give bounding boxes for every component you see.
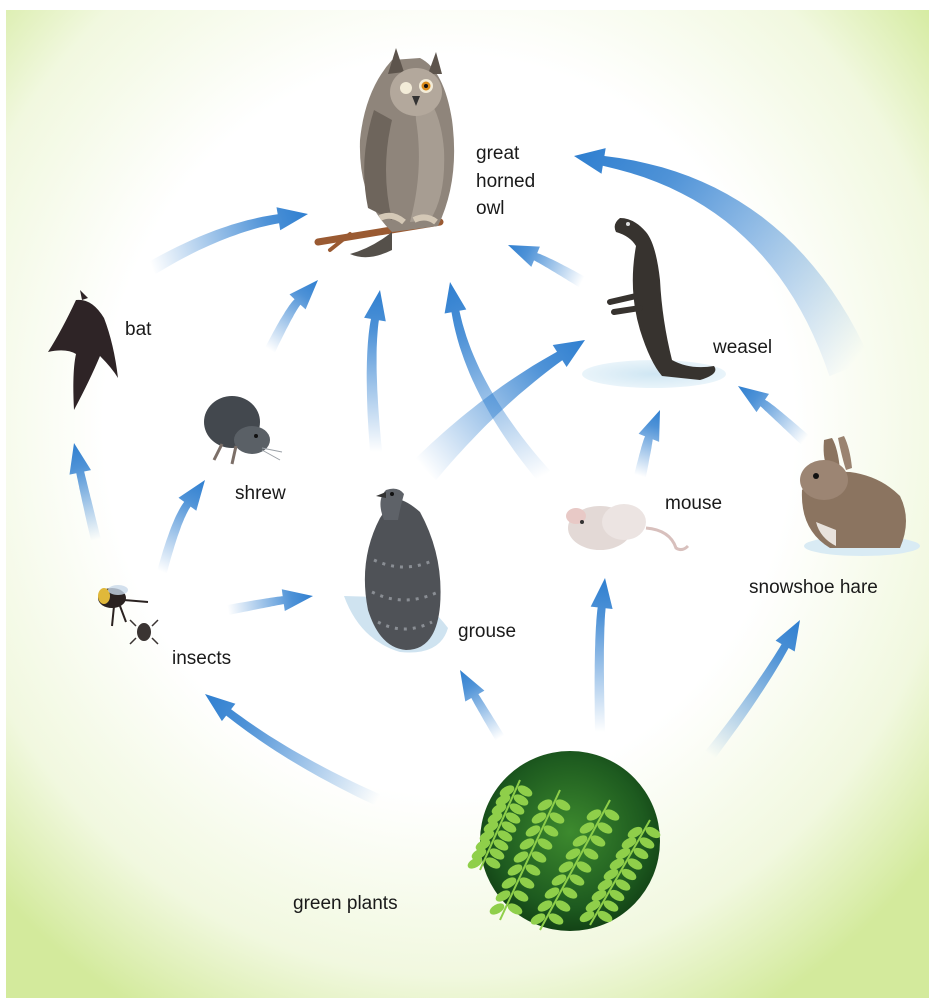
great-horned-owl-label: great horned owl	[476, 140, 535, 223]
bat-label: bat	[125, 316, 151, 344]
green-plants-label: green plants	[293, 890, 398, 918]
owl-label-line-1: great	[476, 140, 535, 168]
snowshoe-hare-label: snowshoe hare	[749, 574, 878, 602]
mouse-label: mouse	[665, 490, 722, 518]
weasel-label: weasel	[713, 334, 772, 362]
owl-label-line-3: owl	[476, 195, 535, 223]
background-panel	[6, 10, 929, 998]
insects-label: insects	[172, 645, 231, 673]
grouse-label: grouse	[458, 618, 516, 646]
owl-label-line-2: horned	[476, 168, 535, 196]
shrew-label: shrew	[235, 480, 286, 508]
